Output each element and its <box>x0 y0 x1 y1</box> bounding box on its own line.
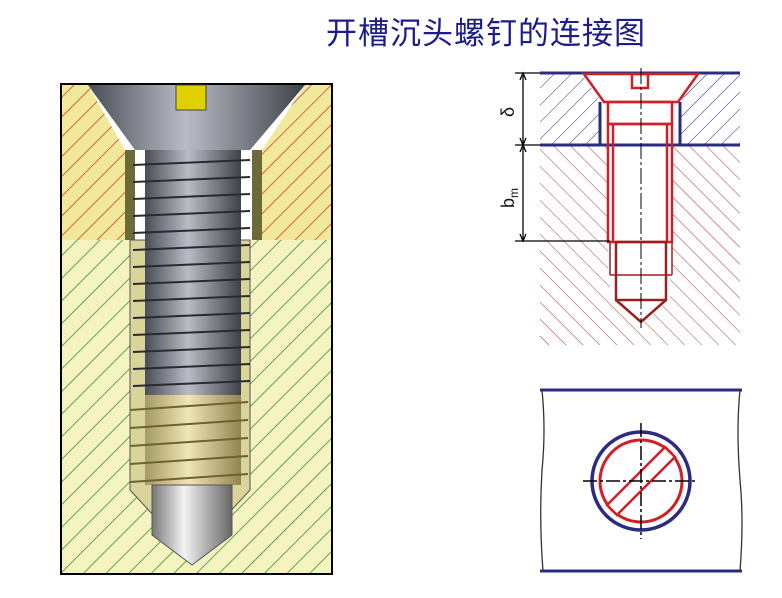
screw-tip <box>151 484 233 566</box>
screw-head <box>88 85 305 150</box>
dimension-lines <box>515 71 610 243</box>
slot <box>175 84 207 111</box>
dim-label-bm: bm <box>498 188 521 208</box>
top-view <box>540 388 743 573</box>
diagram-title: 开槽沉头螺钉的连接图 <box>326 16 646 52</box>
dim-label-delta: δ <box>498 107 518 117</box>
section-view-2d: δ bm <box>498 68 740 345</box>
screw-threads <box>129 150 251 566</box>
section-view-3d <box>60 83 333 575</box>
